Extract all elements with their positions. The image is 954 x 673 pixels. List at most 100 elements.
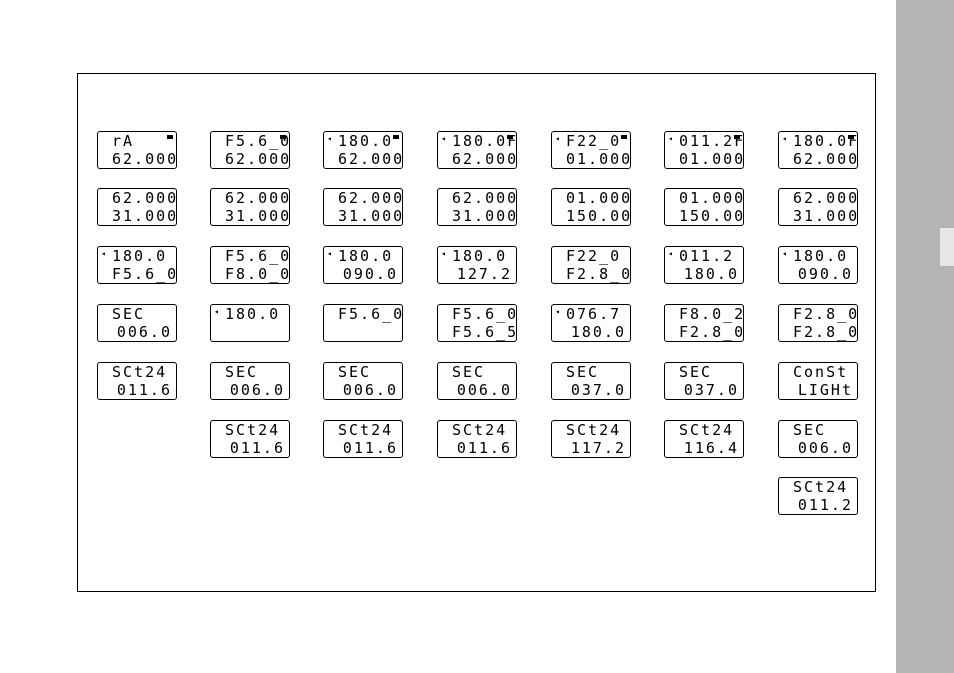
lcd-bottom-readout: 011.6 bbox=[456, 439, 512, 457]
battery-flag-icon bbox=[507, 135, 513, 139]
arrow-indicator-icon: ◂ bbox=[782, 134, 787, 143]
lcd-top-readout: SEC bbox=[793, 421, 827, 439]
lcd-top-readout: 011.2F bbox=[679, 132, 746, 150]
lcd-bottom-readout: F8.0_0 bbox=[225, 265, 292, 283]
lcd-bottom-readout: 01.000 bbox=[566, 150, 633, 168]
lcd-top-readout: SCt24 bbox=[793, 478, 849, 496]
lcd-bottom-readout: 116.4 bbox=[683, 439, 739, 457]
arrow-indicator-icon: ◂ bbox=[668, 134, 673, 143]
lcd-panel: F5.6_0 bbox=[323, 304, 403, 342]
lcd-display-figure-frame bbox=[77, 73, 876, 592]
arrow-indicator-icon: ◂ bbox=[441, 249, 446, 258]
arrow-indicator-icon: ◂ bbox=[441, 134, 446, 143]
lcd-bottom-readout: 31.000 bbox=[112, 207, 179, 225]
arrow-indicator-icon: ◂ bbox=[327, 249, 332, 258]
battery-flag-icon bbox=[393, 135, 399, 139]
lcd-bottom-readout: F2.8_0 bbox=[566, 265, 633, 283]
lcd-top-readout: rA bbox=[112, 132, 135, 150]
lcd-top-readout: SEC bbox=[112, 305, 146, 323]
lcd-bottom-readout: 006.0 bbox=[797, 439, 853, 457]
lcd-bottom-readout: 31.000 bbox=[793, 207, 860, 225]
lcd-top-readout: F5.6_0 bbox=[338, 305, 405, 323]
lcd-top-readout: F2.8_0 bbox=[793, 305, 860, 323]
lcd-bottom-readout: 037.0 bbox=[683, 381, 739, 399]
lcd-top-readout: 62.000 bbox=[225, 189, 292, 207]
lcd-top-readout: 62.000 bbox=[112, 189, 179, 207]
arrow-indicator-icon: ◂ bbox=[327, 134, 332, 143]
lcd-top-readout: 62.000 bbox=[338, 189, 405, 207]
lcd-bottom-readout: 31.000 bbox=[225, 207, 292, 225]
lcd-bottom-readout: 006.0 bbox=[342, 381, 398, 399]
lcd-bottom-readout: 150.00 bbox=[679, 207, 746, 225]
lcd-top-readout: ConSt bbox=[793, 363, 849, 381]
lcd-top-readout: 62.000 bbox=[793, 189, 860, 207]
lcd-bottom-readout: 01.000 bbox=[679, 150, 746, 168]
lcd-bottom-readout: 006.0 bbox=[456, 381, 512, 399]
lcd-top-readout: 011.2 bbox=[679, 247, 735, 265]
arrow-indicator-icon: ◂ bbox=[101, 249, 106, 258]
lcd-bottom-readout: 180.0 bbox=[570, 323, 626, 341]
lcd-bottom-readout: F5.6_5 bbox=[452, 323, 519, 341]
lcd-top-readout: 01.000 bbox=[566, 189, 633, 207]
page-side-tab-strip bbox=[896, 0, 954, 673]
arrow-indicator-icon: ◂ bbox=[555, 134, 560, 143]
lcd-top-readout: 01.000 bbox=[679, 189, 746, 207]
lcd-top-readout: F5.6_0 bbox=[452, 305, 519, 323]
arrow-indicator-icon: ◂ bbox=[214, 307, 219, 316]
lcd-top-readout: F22_0 bbox=[566, 247, 622, 265]
lcd-top-readout: 62.000 bbox=[452, 189, 519, 207]
lcd-bottom-readout: LIGHt bbox=[797, 381, 853, 399]
lcd-top-readout: SEC bbox=[566, 363, 600, 381]
lcd-bottom-readout: 127.2 bbox=[456, 265, 512, 283]
lcd-top-readout: 180.0 bbox=[338, 132, 394, 150]
lcd-bottom-readout: 117.2 bbox=[570, 439, 626, 457]
lcd-bottom-readout: 62.000 bbox=[452, 150, 519, 168]
lcd-bottom-readout: 006.0 bbox=[229, 381, 285, 399]
lcd-top-readout: 180.0 bbox=[793, 247, 849, 265]
lcd-top-readout: F5.6_0 bbox=[225, 132, 292, 150]
lcd-bottom-readout: 011.2 bbox=[797, 496, 853, 514]
lcd-bottom-readout: 180.0 bbox=[683, 265, 739, 283]
lcd-top-readout: F5.6_0 bbox=[225, 247, 292, 265]
battery-flag-icon bbox=[167, 135, 173, 139]
battery-flag-icon bbox=[848, 135, 854, 139]
lcd-bottom-readout: 037.0 bbox=[570, 381, 626, 399]
lcd-bottom-readout: 62.000 bbox=[338, 150, 405, 168]
lcd-bottom-readout: 62.000 bbox=[225, 150, 292, 168]
lcd-bottom-readout: 006.0 bbox=[116, 323, 172, 341]
lcd-panel: ◂180.0 bbox=[210, 304, 290, 342]
lcd-top-readout: 180.0F bbox=[793, 132, 860, 150]
battery-flag-icon bbox=[621, 135, 627, 139]
